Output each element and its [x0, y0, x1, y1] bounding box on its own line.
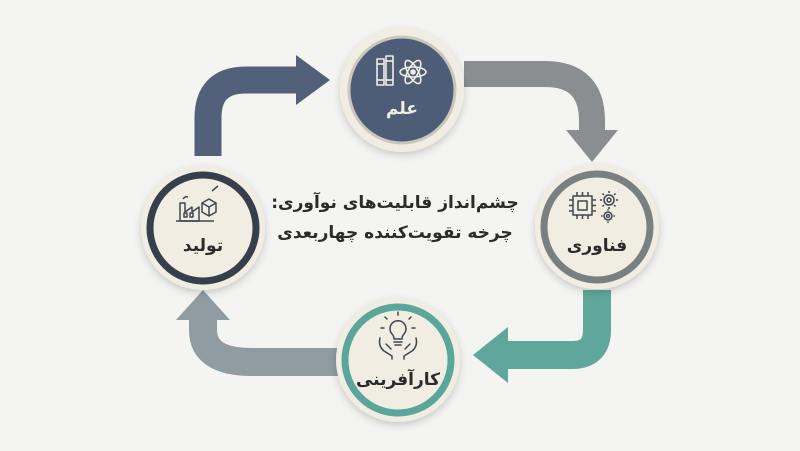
node-production	[141, 166, 265, 290]
node-science	[340, 28, 464, 152]
node-entrepreneurship	[336, 298, 460, 422]
diagram-title-line-2: چرخه تقویت‌کننده چهاربعدی	[277, 223, 513, 243]
entrepreneurship-label: کارآفرینی	[355, 370, 441, 390]
diagram-title-line-1: چشم‌انداز قابلیت‌های نوآوری:	[271, 193, 519, 213]
arrow-technology-to-entrepreneurship	[473, 290, 611, 383]
arrow-production-to-science	[194, 55, 330, 156]
science-label: علم	[386, 99, 418, 119]
lightbulb-hands-icon	[378, 311, 418, 360]
arrow-entrepreneurship-to-production	[176, 290, 342, 376]
arrow-science-to-technology	[464, 61, 618, 162]
chip-gears-icon	[569, 191, 618, 223]
node-technology	[535, 165, 659, 289]
technology-label: فناوری	[566, 236, 628, 256]
factory-box-icon	[176, 185, 219, 222]
production-label: تولید	[182, 236, 224, 256]
books-atom-icon	[376, 55, 427, 86]
diagram-title: چشم‌انداز قابلیت‌های نوآوری: چرخه تقویت‌…	[245, 188, 545, 248]
